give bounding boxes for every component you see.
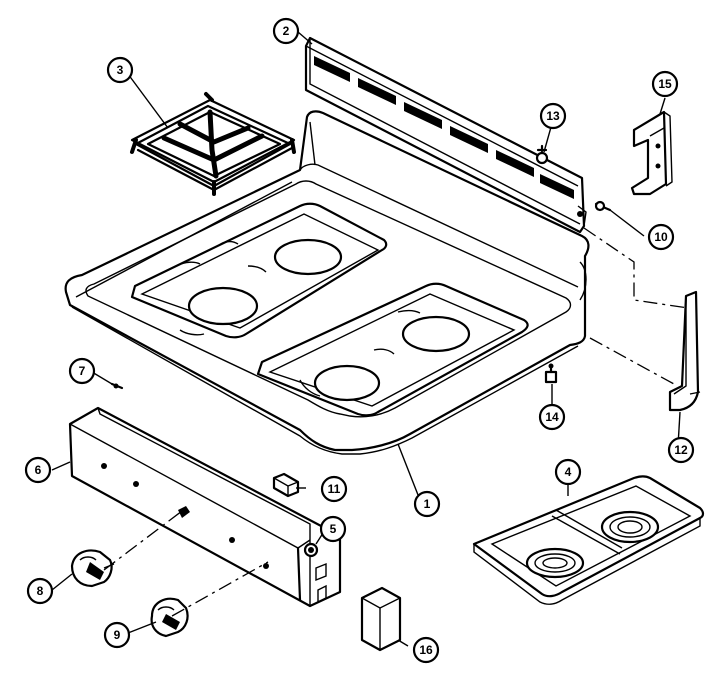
- callout-13: 13: [539, 102, 567, 130]
- callout-label: 8: [37, 584, 44, 598]
- callout-label: 14: [545, 410, 559, 424]
- assembly-lines: [103, 227, 689, 617]
- callout-10: 10: [647, 223, 675, 251]
- callout-8: 8: [26, 577, 54, 605]
- part-valve-screw: [303, 542, 319, 558]
- callout-7: 7: [68, 357, 96, 385]
- part-igniter-14: [544, 363, 558, 384]
- callout-3: 3: [106, 56, 134, 84]
- callout-label: 12: [674, 443, 688, 457]
- callout-16: 16: [412, 636, 440, 664]
- callout-label: 4: [565, 465, 572, 479]
- callout-label: 1: [424, 497, 431, 511]
- part-knob-9: [150, 597, 189, 638]
- callout-label: 2: [283, 24, 290, 38]
- part-screw-7: [110, 382, 124, 390]
- callout-15: 15: [651, 70, 679, 98]
- callout-5: 5: [319, 515, 347, 543]
- callout-label: 11: [328, 482, 341, 496]
- callout-label: 3: [117, 63, 124, 77]
- callout-label: 5: [330, 522, 337, 536]
- callout-2: 2: [272, 17, 300, 45]
- callout-4: 4: [554, 458, 582, 486]
- callout-label: 10: [654, 230, 668, 244]
- part-knob-8: [70, 549, 115, 588]
- part-burner-box: [472, 475, 705, 605]
- part-control-panel: [68, 406, 342, 608]
- part-rear-vent-strip: [304, 36, 587, 234]
- part-hinge-bracket: [630, 110, 673, 196]
- callout-label: 13: [546, 109, 560, 123]
- callout-label: 7: [79, 364, 86, 378]
- part-block-16: [360, 586, 402, 652]
- callout-9: 9: [103, 621, 131, 649]
- part-side-trim: [668, 290, 701, 412]
- callout-14: 14: [538, 403, 566, 431]
- callout-1: 1: [413, 490, 441, 518]
- part-clip-11: [272, 472, 300, 498]
- callout-12: 12: [667, 436, 695, 464]
- callout-label: 6: [35, 463, 42, 477]
- part-screw-10: [594, 200, 612, 212]
- part-cooktop-main-top: [64, 110, 590, 455]
- callout-label: 15: [658, 77, 672, 91]
- part-burner-grate: [130, 92, 296, 196]
- callout-label: 9: [114, 628, 121, 642]
- callout-label: 16: [419, 643, 433, 657]
- callout-6: 6: [24, 456, 52, 484]
- callout-11: 11: [320, 475, 348, 503]
